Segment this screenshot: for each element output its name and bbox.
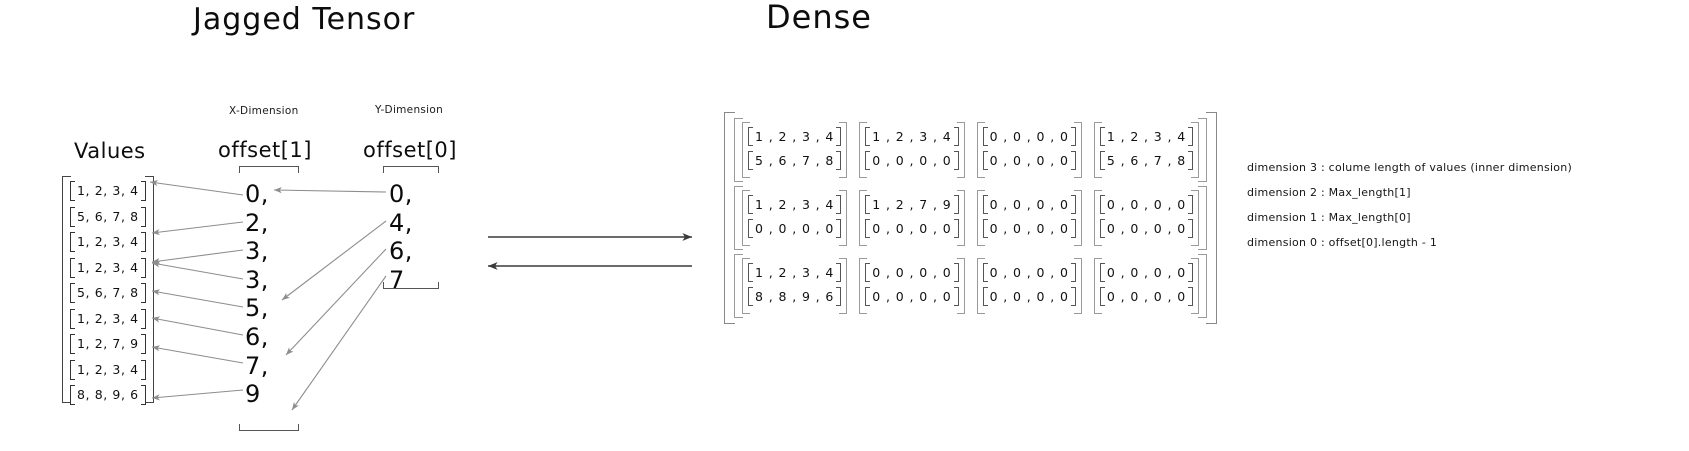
- offset0-column-heading: offset[0]: [363, 138, 457, 162]
- values-outer-bracket-right: [145, 176, 154, 403]
- conversion-arrows: [488, 233, 692, 270]
- dense-vector: 1 , 2 , 3 , 4: [1099, 125, 1194, 149]
- values-row: 1, 2, 3, 4: [70, 255, 146, 281]
- x-dimension-subheading: X-Dimension: [229, 105, 299, 117]
- offset-value: 5,: [245, 294, 269, 323]
- values-column-heading: Values: [74, 139, 146, 163]
- offset-value: 3,: [245, 265, 269, 294]
- offset-value: 6,: [245, 322, 269, 351]
- dense-vector: 1 , 2 , 3 , 4: [747, 193, 842, 217]
- offset0-value-column: 0,4,6,7: [383, 166, 439, 294]
- offset0-top-bracket: [383, 166, 439, 173]
- dense-vector: 1 , 2 , 7 , 9: [865, 193, 959, 217]
- offset-value: 7,: [245, 351, 269, 380]
- values-row: 5, 6, 7, 8: [70, 280, 146, 306]
- values-outer-bracket-left: [62, 176, 71, 403]
- values-row: 1, 2, 3, 4: [70, 178, 146, 204]
- dense-vector: 0 , 0 , 0 , 0: [865, 149, 959, 173]
- dense-vector: 0 , 0 , 0 , 0: [982, 125, 1077, 149]
- offset1-value-column: 0,2,3,3,5,6,7,9: [239, 166, 299, 431]
- dense-vector: 1 , 2 , 3 , 4: [865, 125, 959, 149]
- y-dimension-subheading: Y-Dimension: [375, 104, 444, 116]
- dense-vector: 8 , 8 , 9 , 6: [747, 285, 842, 309]
- offset-value: 3,: [245, 237, 269, 266]
- dimension-notes-list: dimension 3 : colume length of values (i…: [1247, 155, 1572, 255]
- dense-vector: 0 , 0 , 0 , 0: [747, 217, 842, 241]
- page-title-jagged-tensor: Jagged Tensor: [193, 2, 416, 37]
- values-row: 5, 6, 7, 8: [70, 204, 146, 230]
- dense-vector: 1 , 2 , 3 , 4: [747, 261, 842, 285]
- dense-vector: 0 , 0 , 0 , 0: [865, 217, 959, 241]
- values-row: 1, 2, 3, 4: [70, 306, 146, 332]
- dense-vector: 0 , 0 , 0 , 0: [1099, 261, 1194, 285]
- dense-vector: 5 , 6 , 7 , 8: [1099, 149, 1194, 173]
- dense-vector: 0 , 0 , 0 , 0: [982, 261, 1077, 285]
- dense-vector: 0 , 0 , 0 , 0: [982, 285, 1077, 309]
- values-row: 1, 2, 3, 4: [70, 229, 146, 255]
- offset-value: 0,: [389, 180, 413, 208]
- dense-vector: 1 , 2 , 3 , 4: [747, 125, 842, 149]
- offset1-column-heading: offset[1]: [218, 138, 312, 162]
- dense-vector: 5 , 6 , 7 , 8: [747, 149, 842, 173]
- dimension-note: dimension 1 : Max_length[0]: [1247, 211, 1411, 224]
- offset-value: 7: [389, 265, 405, 294]
- offset-value: 6,: [389, 237, 413, 266]
- values-row: 1, 2, 7, 9: [70, 331, 146, 357]
- dimension-note: dimension 3 : colume length of values (i…: [1247, 161, 1572, 174]
- dense-vector: 0 , 0 , 0 , 0: [982, 217, 1077, 241]
- offset1-top-bracket: [239, 166, 299, 173]
- dimension-note: dimension 0 : offset[0].length - 1: [1247, 236, 1438, 249]
- dimension-note: dimension 2 : Max_length[1]: [1247, 186, 1411, 199]
- dense-vector: 0 , 0 , 0 , 0: [982, 149, 1077, 173]
- dense-vector: 0 , 0 , 0 , 0: [1099, 285, 1194, 309]
- page-title-dense: Dense: [766, 0, 872, 36]
- offset1-bottom-bracket: [239, 424, 299, 431]
- offset-value: 0,: [245, 180, 269, 208]
- values-row: 1, 2, 3, 4: [70, 357, 146, 383]
- dense-vector: 0 , 0 , 0 , 0: [982, 193, 1077, 217]
- values-row: 8, 8, 9, 6: [70, 382, 146, 408]
- offset-value: 2,: [245, 208, 269, 237]
- dense-vector: 0 , 0 , 0 , 0: [1099, 217, 1194, 241]
- dense-vector: 0 , 0 , 0 , 0: [865, 261, 959, 285]
- offset-value: 9: [245, 380, 261, 409]
- dense-vector: 0 , 0 , 0 , 0: [1099, 193, 1194, 217]
- offset-value: 4,: [389, 208, 413, 237]
- offset0-bottom-bracket: [383, 282, 439, 289]
- dense-vector: 0 , 0 , 0 , 0: [865, 285, 959, 309]
